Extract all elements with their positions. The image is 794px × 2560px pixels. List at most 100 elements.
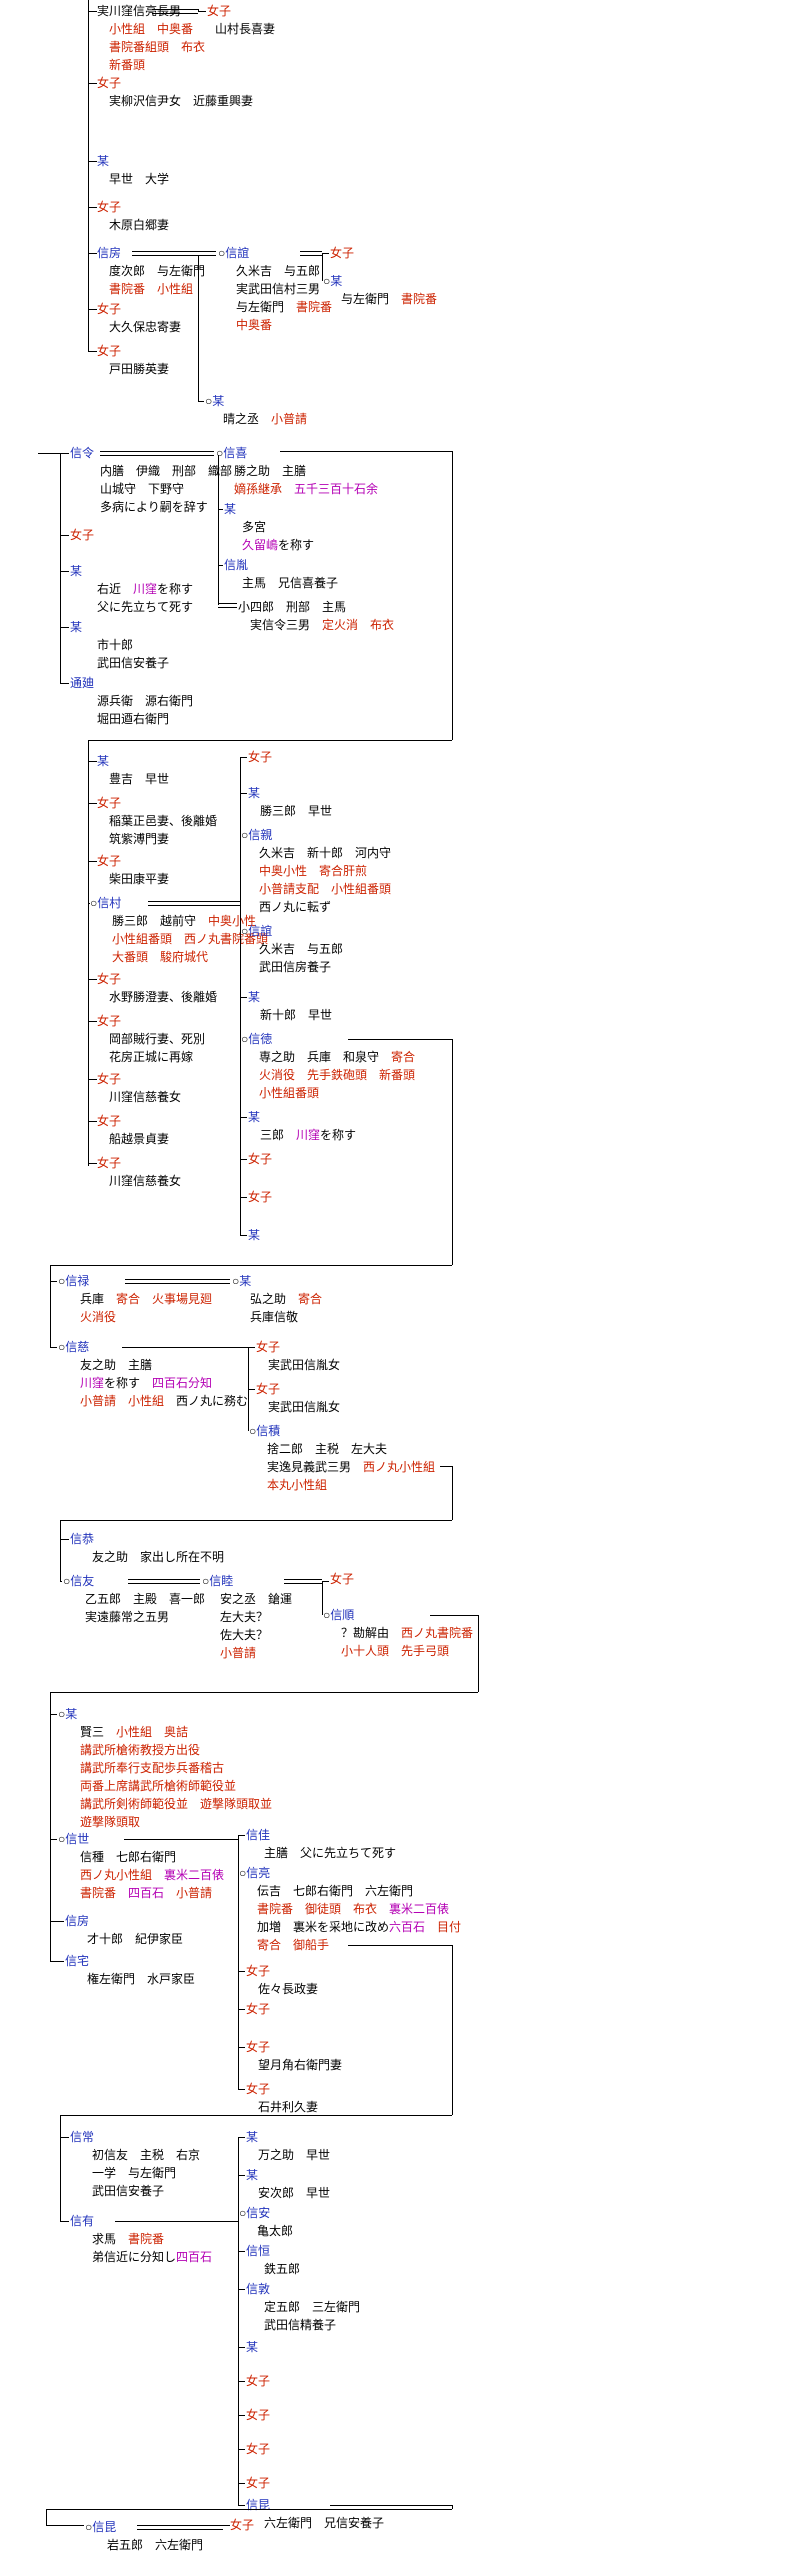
text-run: 実武田信胤女	[268, 1400, 341, 1414]
person-name: 信敦	[246, 2280, 360, 2298]
connector-line	[440, 1466, 452, 1467]
connector-line	[322, 1581, 323, 1615]
person-node: 女子	[248, 1150, 272, 1168]
connector-line	[60, 1539, 69, 1540]
person-node: 女子大久保忠寄妻	[97, 300, 181, 336]
person-name: ○信村	[90, 894, 268, 912]
text-run: 佐大夫？	[220, 1628, 269, 1642]
person-detail: 実柳沢信尹女 近藤重興妻	[109, 92, 253, 110]
text-run: 久米吉 新十郎 河内守	[259, 846, 392, 860]
marriage-line	[218, 603, 237, 608]
connector-line	[238, 2009, 245, 2010]
person-name: 信房	[97, 244, 205, 262]
connector-line	[322, 253, 329, 254]
person-name: 女子	[248, 748, 272, 766]
text-run: 女子	[97, 854, 122, 868]
person-detail: 嫡孫継承 五千三百十石余	[234, 480, 378, 498]
connector-line	[198, 255, 199, 401]
text-run: 信佳	[246, 1828, 271, 1842]
connector-line	[50, 1961, 64, 1962]
connector-line	[238, 2089, 245, 2090]
text-run: 某	[246, 2168, 259, 2182]
person-detail: 三郎 川窪を称す	[260, 1126, 356, 1144]
connector-line	[452, 1945, 453, 2115]
person-name: 女子	[97, 74, 253, 92]
text-run: 女子	[97, 1072, 122, 1086]
connector-line	[88, 11, 97, 12]
connector-line	[238, 2251, 245, 2252]
person-name: 女子	[97, 300, 181, 318]
text-run: 小性組 奥詰	[116, 1725, 189, 1739]
text-run: 講武所剣術師範役並 遊撃隊頭取並	[80, 1797, 273, 1811]
text-run: 信敦	[246, 2282, 271, 2296]
text-run: 兵庫	[80, 1292, 117, 1306]
text-run: を称す	[104, 1376, 153, 1390]
person-node: ○某賢三 小性組 奥詰講武所槍術教授方出役講武所奉行支配歩兵番稽古両番上席講武所…	[58, 1705, 272, 1831]
marriage-marker-icon: ○	[63, 1574, 71, 1588]
person-detail: 実遠藤常之五男	[85, 1608, 205, 1626]
connector-line	[348, 1945, 452, 1946]
person-name: 女子	[246, 2080, 318, 2098]
person-node: 女子川窪信慈養女	[97, 1154, 181, 1190]
person-node: 女子望月角右衛門妻	[246, 2038, 342, 2074]
text-run: 某	[224, 502, 237, 516]
text-run: 実武田信胤女	[268, 1358, 341, 1372]
text-run: 信禄	[65, 1274, 90, 1288]
person-detail: 友之助 主膳	[80, 1356, 248, 1374]
text-run: 信親	[248, 828, 273, 842]
person-detail: 講武所奉行支配歩兵番稽古	[80, 1759, 272, 1777]
person-node: 某豊吉 早世	[97, 752, 169, 788]
person-node: ○信誼久米吉 与五郎武田信房養子	[241, 922, 343, 976]
person-name: 女子	[97, 1012, 205, 1030]
text-run: 小普請支配 小性組番頭	[259, 882, 392, 896]
text-run: 書院番 御徒頭 布衣	[257, 1902, 390, 1916]
text-run: 多病により嗣を辞す	[100, 500, 208, 514]
text-run: 内膳 伊織 刑部 織部	[100, 464, 233, 478]
marriage-line	[284, 1579, 322, 1584]
person-name: ○信徳	[241, 1030, 415, 1048]
person-name: 女子	[97, 970, 217, 988]
person-name: ○信積	[249, 1422, 435, 1440]
person-detail: 大久保忠寄妻	[109, 318, 181, 336]
person-name: 小四郎 刑部 主馬	[238, 598, 394, 616]
person-name: ○信誼	[241, 922, 343, 940]
person-name: 信恒	[246, 2242, 300, 2260]
connector-line	[50, 1281, 57, 1282]
text-run: 初信友 主税 右京	[92, 2148, 201, 2162]
person-node: 信有求馬 書院番弟信近に分知し四百石	[70, 2212, 212, 2266]
person-detail: 書院番 小性組	[109, 280, 205, 298]
text-run: 両番上席講武所槍術師範役並	[80, 1779, 237, 1793]
text-run: 女子	[246, 2442, 271, 2456]
text-run: 川窪	[296, 1128, 321, 1142]
text-run: 久米吉 与五郎	[259, 942, 344, 956]
person-node: 女子実武田信胤女	[256, 1338, 340, 1374]
text-run: 講武所槍術教授方出役	[80, 1743, 201, 1757]
person-detail: 初信友 主税 右京	[92, 2146, 200, 2164]
person-node: ○某与左衛門 書院番	[323, 272, 437, 308]
person-detail: 多宮	[242, 518, 314, 536]
text-run: 小普請	[164, 1886, 213, 1900]
text-run: 書院番組頭 布衣	[109, 40, 206, 54]
person-detail: 山城守 下野守	[100, 480, 232, 498]
text-run: 定五郎 三左衛門	[264, 2300, 361, 2314]
person-name: ○信睦	[202, 1572, 292, 1590]
connector-line	[60, 2115, 452, 2116]
person-detail: 与左衛門 書院番	[341, 290, 437, 308]
person-node: 女子	[70, 526, 94, 544]
text-run: 武田信房養子	[259, 960, 332, 974]
text-run: 小性組 中奥番	[109, 22, 194, 36]
person-detail: 久留嶋を称す	[242, 536, 314, 554]
person-detail: 小普請支配 小性組番頭	[259, 880, 391, 898]
text-run: 信有	[70, 2214, 95, 2228]
connector-line	[322, 1581, 329, 1582]
text-run: 西ノ丸小性組	[80, 1868, 165, 1882]
text-run: 女子	[246, 2408, 271, 2422]
person-node: 某新十郎 早世	[248, 988, 332, 1024]
text-run: 小普請	[271, 412, 308, 426]
text-run: 某	[330, 274, 343, 288]
person-node: 女子実武田信胤女	[256, 1380, 340, 1416]
person-detail: 久米吉 与五郎	[259, 940, 343, 958]
person-detail: 新十郎 早世	[260, 1006, 332, 1024]
text-run: 山村長喜妻	[215, 22, 276, 36]
person-name: 女子	[330, 1570, 354, 1588]
